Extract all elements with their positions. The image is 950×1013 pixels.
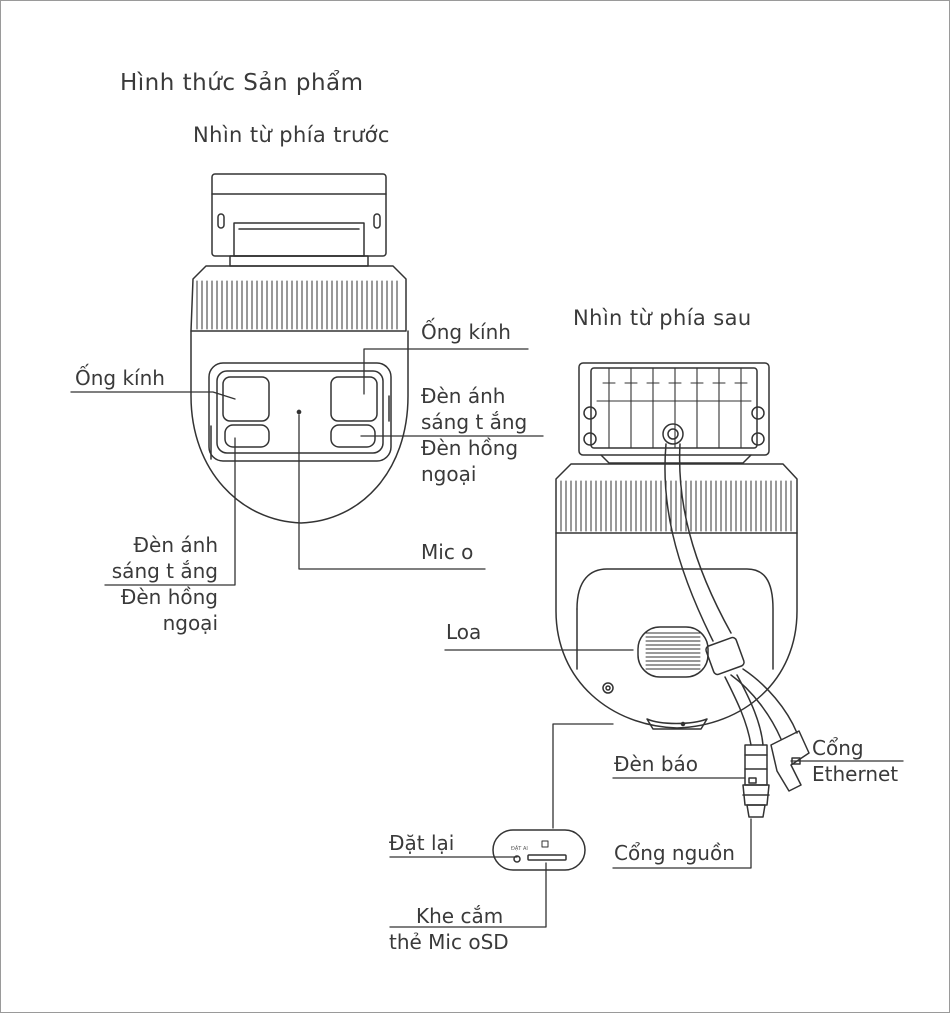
front-view-heading: Nhìn từ phía trước [193,122,390,148]
label-light-right-line1: Đèn ánh [421,383,527,409]
rear-leader-lines [390,650,903,927]
front-mount-bracket [212,174,386,266]
svg-text:ĐẶT AI: ĐẶT AI [511,845,528,852]
rear-mount-box [579,363,769,463]
label-sd-slot: Khe cắm thẻ Mic oSD [389,903,517,955]
label-sd-slot-line2: thẻ Mic oSD [389,929,517,955]
label-ethernet: Cổng Ethernet [812,735,898,787]
label-reset: Đặt lại [389,830,454,856]
rear-dome-body [556,533,797,728]
label-light-left-line3: Đèn hồng [101,584,218,610]
label-ethernet-line1: Cổng [812,735,898,761]
label-indicator: Đèn báo [614,751,698,777]
label-speaker: Loa [446,619,481,645]
front-rib-lines [197,281,397,329]
label-light-right-line4: ngoại [421,461,527,487]
rear-cable-gland [663,424,683,444]
label-light-left-line2: sáng t ắng [101,558,218,584]
front-left-lens [223,377,269,421]
label-light-left: Đèn ánh sáng t ắng Đèn hồng ngoại [101,532,218,636]
rear-view-heading: Nhìn từ phía sau [573,305,752,331]
label-sd-slot-line1: Khe cắm [416,903,544,929]
label-light-right: Đèn ánh sáng t ắng Đèn hồng ngoại [421,383,527,487]
label-lens-left: Ống kính [75,365,165,391]
label-power-port: Cổng nguồn [614,840,735,866]
diagram-title: Hình thức Sản phẩm [120,70,364,96]
rear-view-camera [556,363,809,817]
front-ribbed-housing [191,266,406,331]
rear-screw [603,683,613,693]
front-mic-hole [297,410,300,413]
rear-back-panel [577,569,773,669]
label-ethernet-line2: Ethernet [812,761,898,787]
front-right-lens [331,377,377,421]
label-lens-right: Ống kính [421,319,511,345]
label-light-left-line4: ngoại [101,610,218,636]
label-light-left-line1: Đèn ánh [101,532,218,558]
sd-slot-detail: ĐẶT AI [493,830,585,870]
label-light-right-line2: sáng t ắng [421,409,527,435]
front-left-light [225,425,269,447]
label-light-right-line3: Đèn hồng [421,435,527,461]
label-mic: Mic o [421,539,473,565]
